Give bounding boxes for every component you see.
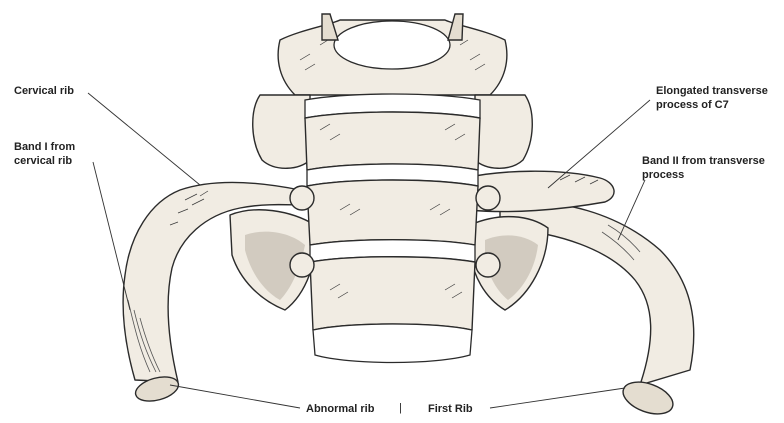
label-band-ii-line1: Band II from transverse: [642, 154, 765, 168]
label-divider: |: [399, 401, 402, 415]
label-elongated-line2: process of C7: [656, 98, 768, 112]
label-band-i-line2: cervical rib: [14, 154, 75, 168]
label-elongated-transverse-process: Elongated transverse process of C7: [656, 84, 768, 112]
label-first-rib: First Rib: [428, 402, 473, 416]
leader-band-i: [93, 162, 130, 310]
leader-first-rib: [490, 388, 625, 408]
leader-elongated-tp: [548, 100, 650, 188]
label-band-ii: Band II from transverse process: [642, 154, 765, 182]
label-cervical-rib: Cervical rib: [14, 84, 74, 98]
label-band-ii-line2: process: [642, 168, 765, 182]
leader-abnormal-rib: [170, 385, 300, 408]
leader-cervical-rib: [88, 93, 200, 185]
label-abnormal-rib: Abnormal rib: [306, 402, 374, 416]
label-elongated-line1: Elongated transverse: [656, 84, 768, 98]
label-band-i: Band I from cervical rib: [14, 140, 75, 168]
label-band-i-line1: Band I from: [14, 140, 75, 154]
vertebral-column: [253, 14, 533, 363]
